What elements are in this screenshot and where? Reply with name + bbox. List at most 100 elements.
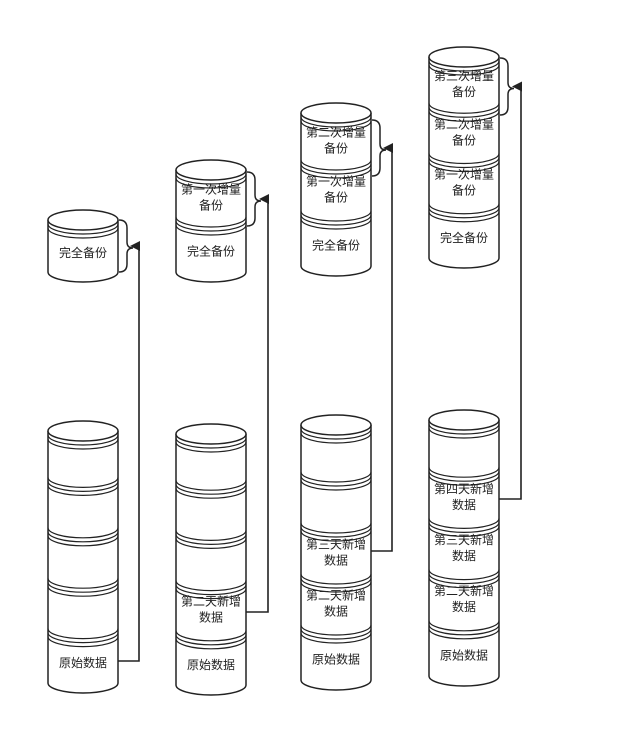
- segment-label: 原始数据: [187, 657, 235, 672]
- segment-label-line: 第四天新增: [434, 481, 494, 496]
- segment-divider: [300, 573, 372, 585]
- brace: [371, 119, 387, 177]
- segment-label: 原始数据: [59, 655, 107, 670]
- segment-label: 第四天新增数据: [434, 481, 494, 512]
- segment-divider: [300, 624, 372, 636]
- cylinder-stack: 原始数据: [47, 420, 119, 694]
- segment-divider: [300, 475, 372, 487]
- segment-label: 完全备份: [440, 230, 488, 245]
- segment-divider: [47, 578, 119, 589]
- segment-label-line: 第二次增量: [434, 117, 494, 131]
- segment-label-line: 原始数据: [312, 652, 360, 667]
- cylinder-rim: [428, 427, 500, 439]
- segment-label-line: 数据: [324, 553, 348, 568]
- segment-label-line: 备份: [324, 142, 348, 156]
- segment-divider: [300, 530, 372, 542]
- cylinder-top-cap: [428, 46, 500, 68]
- segment-label-line: 第三次增量: [434, 69, 494, 83]
- segment-label-line: 备份: [452, 133, 476, 147]
- segment-label-line: 原始数据: [440, 647, 488, 662]
- segment-divider: [428, 107, 500, 118]
- segment-label-line: 第一次增量: [434, 168, 494, 182]
- cylinder-rim: [175, 437, 247, 449]
- cylinder-rim: [300, 428, 372, 440]
- segment-label: 第一次增量备份: [434, 168, 494, 198]
- segment-label-line: 第二次增量: [306, 126, 366, 140]
- segment-label: 完全备份: [187, 244, 235, 259]
- cylinder-top-cap: [175, 423, 247, 445]
- segment-divider: [175, 488, 247, 499]
- segment-divider: [300, 214, 372, 226]
- segment-label-line: 第一次增量: [306, 175, 366, 189]
- segment-divider: [175, 588, 247, 600]
- cylinder-rim: [47, 438, 119, 450]
- segment-label-line: 完全备份: [312, 238, 360, 253]
- segment-divider: [428, 157, 500, 169]
- segment-divider: [300, 167, 372, 179]
- segment-label: 第二天新增数据: [306, 588, 366, 619]
- segment-divider: [175, 538, 247, 549]
- segment-divider: [47, 477, 119, 488]
- cylinder-rim: [428, 423, 500, 435]
- segment-label: 第三天新增数据: [434, 532, 494, 563]
- segment-divider: [47, 586, 119, 597]
- segment-divider: [428, 620, 500, 632]
- segment-label-line: 数据: [324, 604, 348, 619]
- segment-divider: [428, 475, 500, 486]
- segment-label-line: 数据: [199, 610, 223, 625]
- cylinder-rim: [175, 177, 247, 189]
- segment-divider: [300, 163, 372, 175]
- cylinder-top-cap: [175, 159, 247, 181]
- segment-label-line: 数据: [452, 497, 476, 512]
- segment-label: 第二天新增数据: [181, 594, 241, 625]
- cylinder-top-cap: [300, 102, 372, 124]
- segment-label: 第三次增量备份: [434, 69, 494, 99]
- segment-label: 第二次增量备份: [434, 117, 494, 147]
- segment-label-line: 原始数据: [187, 657, 235, 672]
- segment-label-line: 第三天新增: [306, 537, 366, 552]
- segment-divider: [300, 159, 372, 171]
- segment-label: 第一次增量备份: [306, 175, 366, 205]
- cylinder-top-cap: [300, 414, 372, 436]
- segment-divider: [175, 530, 247, 541]
- segment-label-line: 第二天新增: [434, 583, 494, 598]
- segment-divider: [428, 103, 500, 114]
- segment-label-line: 完全备份: [440, 230, 488, 245]
- segment-divider: [428, 153, 500, 165]
- arrow: [246, 194, 269, 613]
- segment-divider: [300, 471, 372, 483]
- segment-label-line: 完全备份: [59, 245, 107, 260]
- segment-divider: [428, 467, 500, 478]
- segment-label-line: 第三天新增: [434, 532, 494, 547]
- segment-divider: [175, 216, 247, 228]
- segment-divider: [175, 580, 247, 592]
- segment-divider: [300, 479, 372, 491]
- segment-divider: [428, 569, 500, 581]
- arrow: [118, 241, 140, 662]
- segment-divider: [175, 484, 247, 495]
- segment-divider: [47, 481, 119, 492]
- cylinder-rim: [300, 120, 372, 132]
- segment-divider: [47, 628, 119, 640]
- cylinder-body: [175, 170, 247, 283]
- segment-divider: [300, 218, 372, 230]
- cylinder-rim: [175, 173, 247, 185]
- cylinder-rim: [428, 64, 500, 76]
- segment-label: 原始数据: [440, 647, 488, 662]
- segment-label-line: 备份: [324, 191, 348, 205]
- segment-divider: [428, 522, 500, 533]
- segment-divider: [300, 632, 372, 644]
- cylinder-body: [428, 57, 500, 269]
- cylinder-rim: [47, 223, 119, 235]
- segment-label: 第三天新增数据: [306, 537, 366, 568]
- segment-divider: [175, 634, 247, 646]
- segment-label-line: 数据: [452, 599, 476, 614]
- segment-label-line: 备份: [199, 199, 223, 213]
- cylinder-rim: [300, 432, 372, 444]
